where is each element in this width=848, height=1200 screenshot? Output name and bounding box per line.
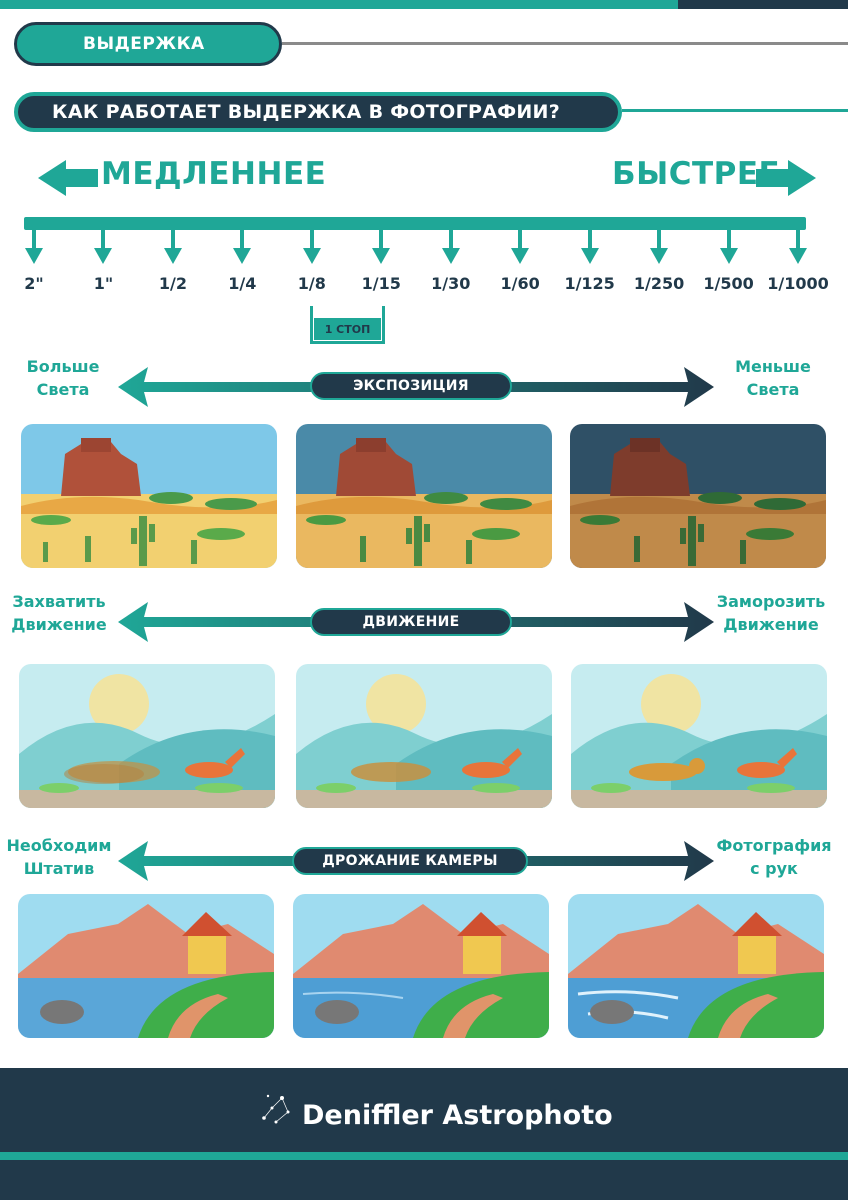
shake-right-text: Фотография с рук: [716, 836, 832, 878]
top-accent-bar: [0, 0, 678, 9]
arrow-right-icon: [756, 160, 816, 196]
page-title: КАК РАБОТАЕТ ВЫДЕРЖКА В ФОТОГРАФИИ?: [14, 92, 622, 132]
desert-scene: [21, 424, 277, 568]
tick-arrow-icon: [719, 230, 738, 264]
footer-accent-strip: [0, 1152, 848, 1160]
tick-arrow-icon: [650, 230, 669, 264]
shutter-speed-label: 1/500: [703, 274, 754, 293]
motion-panel-slow: [19, 664, 275, 808]
house-scene: [18, 894, 274, 1038]
slower-label: МЕДЛЕННЕЕ: [101, 156, 327, 192]
tick-arrow-icon: [94, 230, 113, 264]
cheetah-scene: [19, 664, 275, 808]
exposure-panel-dark: [570, 424, 826, 568]
motion-right-text: Заморозить Движение: [716, 592, 826, 634]
one-stop-label: 1 СТОП: [314, 318, 381, 340]
one-stop-bracket: [310, 306, 385, 344]
motion-left-text: Захватить Движение: [11, 592, 107, 634]
shutter-speed-label: 1/60: [500, 274, 540, 293]
shake-panel-handheld: [568, 894, 824, 1038]
tick-arrow-icon: [511, 230, 530, 264]
arrow-left-icon: [38, 160, 98, 196]
shutter-speed-label: 1/30: [431, 274, 471, 293]
footer: [0, 1068, 848, 1200]
shutter-speed-label: 1/8: [297, 274, 326, 293]
tick-arrow-icon: [25, 230, 43, 264]
shutter-speed-label: 1/250: [633, 274, 685, 293]
shake-left-text: Необходим Штатив: [6, 836, 112, 878]
motion-panel-fast: [571, 664, 827, 808]
topic-tag: ВЫДЕРЖКА: [14, 22, 282, 66]
brand-name: Deniffler Astrophoto: [302, 1100, 613, 1131]
shutter-speed-label: 1/2: [158, 274, 187, 293]
tick-arrow-icon: [580, 230, 599, 264]
tick-arrow-icon: [441, 230, 460, 264]
motion-panel-medium: [296, 664, 552, 808]
top-accent-bar-dark: [678, 0, 848, 9]
exposure-label: ЭКСПОЗИЦИЯ: [310, 372, 512, 400]
tick-arrow-icon: [789, 230, 807, 264]
shutter-speed-label: 1": [93, 274, 114, 293]
tick-arrow-icon: [302, 230, 321, 264]
shutter-speed-label: 1/4: [228, 274, 257, 293]
shake-label: ДРОЖАНИЕ КАМЕРЫ: [292, 847, 528, 875]
tick-arrow-icon: [163, 230, 182, 264]
exposure-right-text: Меньше Света: [735, 357, 811, 399]
shutter-scale-bar: [24, 217, 806, 230]
tick-arrow-icon: [372, 230, 391, 264]
title-divider-line: [622, 109, 848, 112]
shake-panel-tripod: [18, 894, 274, 1038]
shutter-speed-label: 1/125: [564, 274, 615, 293]
tick-arrow-icon: [233, 230, 252, 264]
divider-line: [282, 42, 848, 45]
shutter-speed-label: 2": [24, 274, 44, 293]
exposure-panel-medium: [296, 424, 552, 568]
shutter-speed-label: 1/1000: [767, 274, 829, 293]
faster-label: БЫСТРЕЕ: [612, 156, 781, 192]
motion-label: ДВИЖЕНИЕ: [310, 608, 512, 636]
shutter-speed-label: 1/15: [361, 274, 401, 293]
exposure-left-text: Больше Света: [26, 357, 100, 399]
exposure-panel-bright: [21, 424, 277, 568]
shake-panel-medium: [293, 894, 549, 1038]
constellation-icon: [262, 1094, 290, 1124]
